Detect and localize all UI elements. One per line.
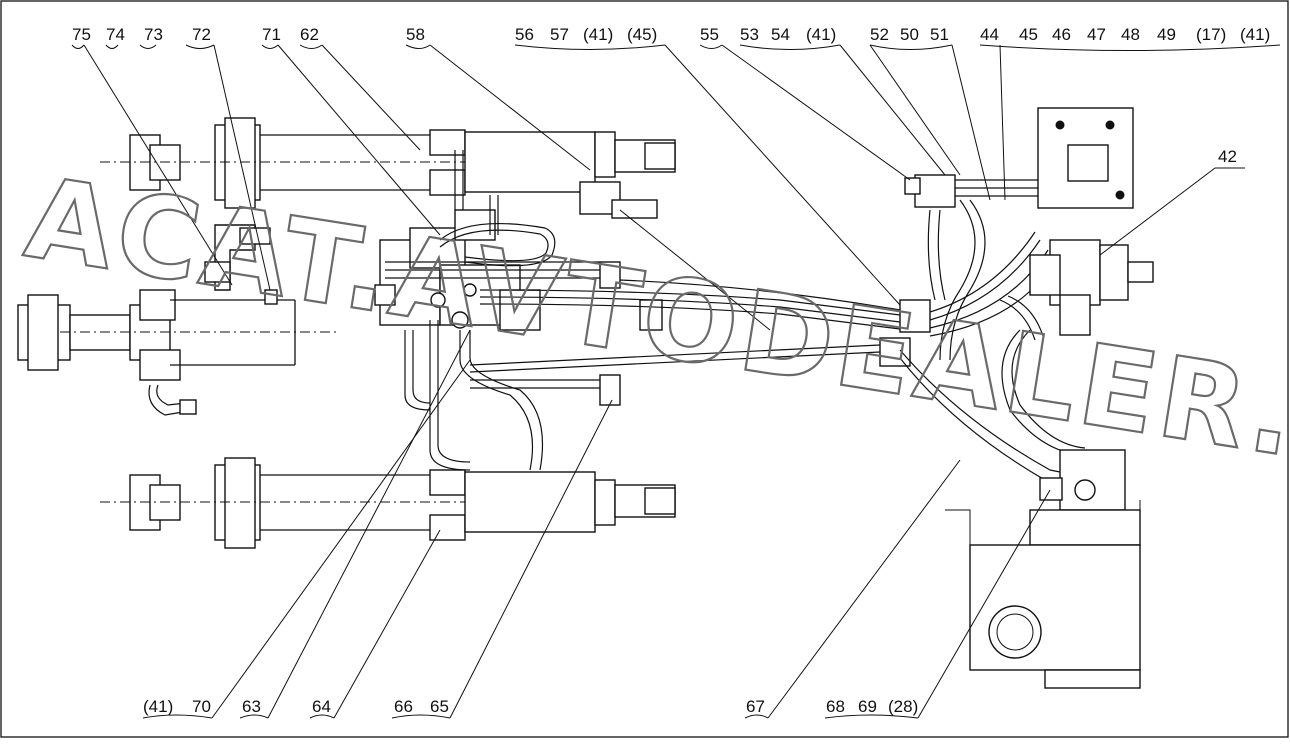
callout-label: 42: [1218, 147, 1237, 166]
callout-label: 67: [746, 697, 765, 716]
callout-label: 75: [72, 25, 91, 44]
hydraulic-pump-42: [1029, 107, 1154, 336]
lower-left-cylinder: [100, 457, 676, 549]
callout-label: (17): [1196, 25, 1226, 44]
right-hose-routing: [879, 149, 1101, 483]
callout-label: 69: [858, 697, 877, 716]
callout-label: 58: [406, 25, 425, 44]
callout-label: 71: [262, 25, 281, 44]
callout-label: 65: [430, 697, 449, 716]
callout-label: 68: [826, 697, 845, 716]
callout-label: 47: [1087, 25, 1106, 44]
upper-left-cylinder: [100, 117, 676, 209]
callout-label: 64: [312, 697, 331, 716]
callout-label: 50: [900, 25, 919, 44]
callout-label: 53: [740, 25, 759, 44]
leader-lines: [71, 44, 1281, 719]
callout-label: (41): [1240, 25, 1270, 44]
callout-label: 63: [242, 697, 261, 716]
callout-label: (41): [143, 697, 173, 716]
callout-label: 44: [980, 25, 999, 44]
callout-label: 72: [192, 25, 211, 44]
callout-label: (41): [583, 25, 613, 44]
callout-label: 56: [515, 25, 534, 44]
callout-label: 70: [192, 697, 211, 716]
callout-label: 49: [1157, 25, 1176, 44]
callout-label: (45): [627, 25, 657, 44]
callout-label: 55: [700, 25, 719, 44]
callout-label: 54: [771, 25, 790, 44]
callout-label: 52: [870, 25, 889, 44]
callout-label: 45: [1019, 25, 1038, 44]
callout-label: 46: [1052, 25, 1071, 44]
callout-label: (28): [888, 697, 918, 716]
callout-label: (41): [806, 25, 836, 44]
callout-label: 51: [930, 25, 949, 44]
callout-label: 48: [1121, 25, 1140, 44]
callout-labels: 75 74 73 72 71 62 58 56 57 (41) (45) 55 …: [72, 25, 1270, 716]
small-valve-58: [579, 181, 658, 219]
hydraulic-tank: [945, 449, 1141, 689]
callout-label: 62: [300, 25, 319, 44]
steering-cylinder: [17, 289, 340, 416]
callout-label: 57: [550, 25, 569, 44]
hose-bundle: [385, 150, 901, 471]
callout-label: 73: [144, 25, 163, 44]
callout-label: 66: [394, 697, 413, 716]
callout-label: 74: [106, 25, 125, 44]
